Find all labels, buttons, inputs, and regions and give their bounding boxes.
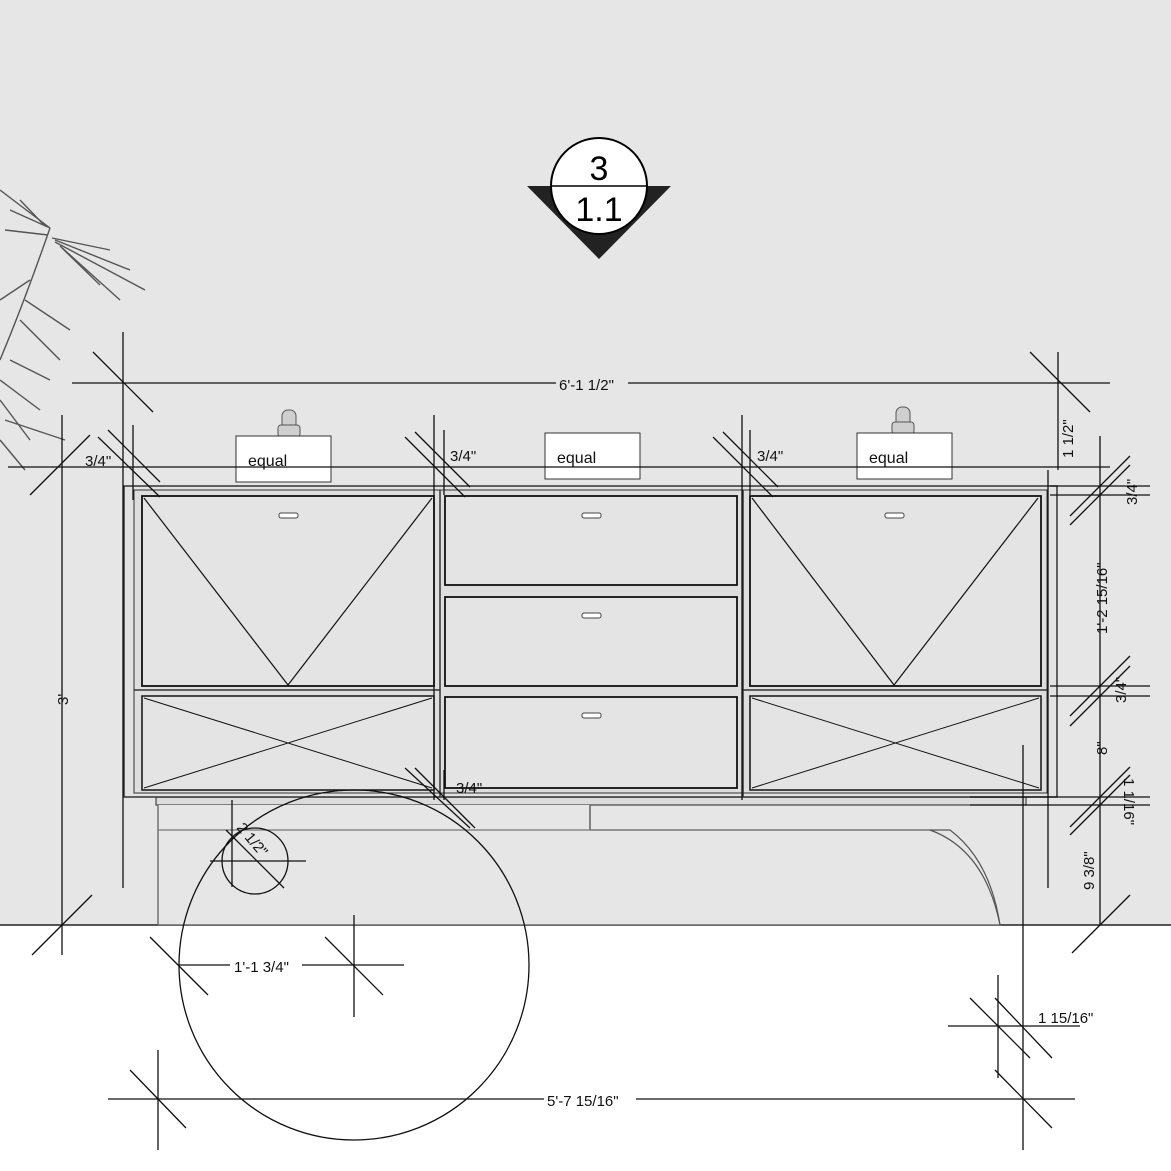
drawer-top: [444, 495, 738, 586]
section-number: 3: [590, 150, 609, 188]
drawer-middle: [444, 596, 738, 687]
dim-leg-1-15-16: 1 15/16": [1038, 1010, 1093, 1027]
dimension-lines: [8, 332, 1150, 1150]
dim-top-1-12: 1 1/2": [1060, 419, 1077, 458]
dim-top-right-34: 3/4": [757, 448, 783, 465]
dimension-labels: 6'-1 1/2" 3/4" 3/4" 3/4" 1 1/2" 3/4" 1'-…: [55, 374, 1141, 1110]
equal-label-right: equal: [869, 450, 908, 467]
dim-overall-width: 6'-1 1/2": [559, 377, 614, 394]
right-lower-panel: [749, 695, 1042, 791]
left-upper-door: [141, 495, 435, 687]
drawer-bottom: [444, 696, 738, 789]
dim-side-8: 8": [1094, 741, 1111, 755]
dim-height-3: 3': [55, 694, 72, 705]
left-lower-panel: [141, 695, 435, 791]
dim-base-width: 5'-7 15/16": [547, 1093, 619, 1110]
drawer-pull-icon: [278, 512, 905, 719]
equal-label-left: equal: [248, 453, 287, 470]
dim-side-1-2-15-16: 1'-2 15/16": [1094, 562, 1111, 634]
dim-side-1-1-16: 1 1/16": [1120, 778, 1137, 825]
dim-side-9-38: 9 3/8": [1081, 851, 1098, 890]
cabinet-base: [155, 796, 1027, 926]
section-sheet: 1.1: [575, 191, 622, 229]
dim-top-left-34: 3/4": [85, 453, 111, 470]
dim-radius-1-1-34: 1'-1 3/4": [234, 959, 289, 976]
right-upper-door: [749, 495, 1042, 687]
center-drawers: [444, 495, 738, 789]
faucet-icon: [277, 406, 915, 439]
dim-bottom-center-34: 3/4": [456, 780, 482, 797]
dim-top-mid-34: 3/4": [450, 448, 476, 465]
equal-labels: equal equal equal: [235, 432, 953, 483]
dim-side-34-mid: 3/4": [1113, 677, 1130, 703]
section-marker-icon: 3 1.1: [527, 137, 671, 259]
dim-side-34-top: 3/4": [1124, 479, 1141, 505]
plant-icon: [0, 189, 146, 471]
equal-label-center: equal: [557, 450, 596, 467]
floor-background: [0, 925, 1171, 1171]
